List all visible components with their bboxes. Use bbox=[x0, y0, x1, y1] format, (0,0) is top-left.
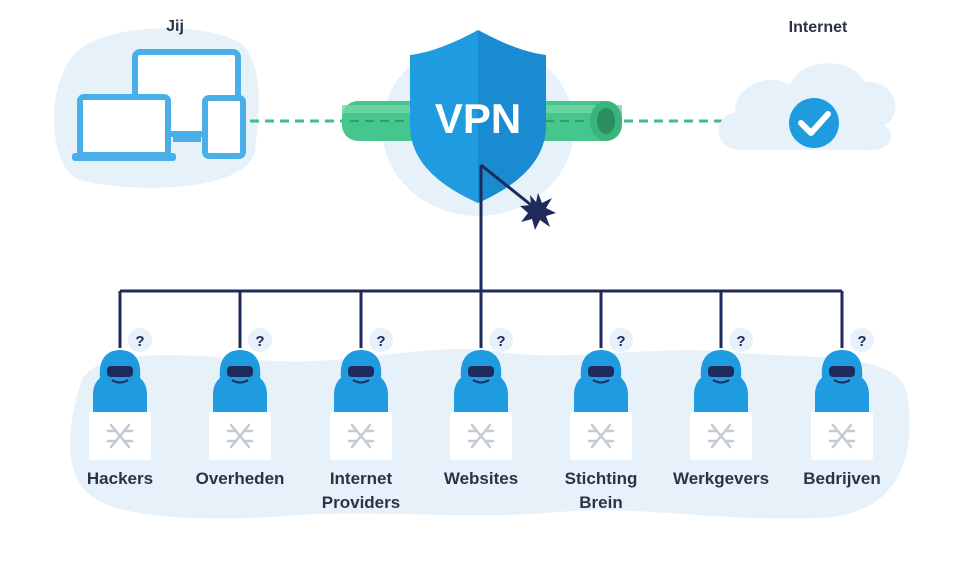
question-badge: ? bbox=[489, 328, 513, 352]
internet-cloud bbox=[718, 63, 896, 151]
question-mark: ? bbox=[376, 333, 385, 350]
question-badge: ? bbox=[729, 328, 753, 352]
actor-label: Hackers bbox=[60, 467, 180, 491]
hooded-person-icon bbox=[815, 350, 869, 412]
question-mark: ? bbox=[135, 333, 144, 350]
actors-layer: ??????? bbox=[89, 328, 874, 460]
actor-label: Werkgevers bbox=[661, 467, 781, 491]
actor-label-line1: Hackers bbox=[86, 469, 154, 488]
question-badge: ? bbox=[128, 328, 152, 352]
question-mark: ? bbox=[496, 333, 505, 350]
question-mark: ? bbox=[736, 333, 745, 350]
question-badge: ? bbox=[609, 328, 633, 352]
actor-label-line1: Bedrijven bbox=[803, 469, 881, 488]
actor-figure-2: ? bbox=[209, 328, 272, 460]
question-mark: ? bbox=[857, 333, 866, 350]
vpn-label: VPN bbox=[435, 95, 521, 142]
devices-icon bbox=[72, 49, 246, 161]
laptop-icon bbox=[570, 412, 632, 460]
vpn-shield-icon bbox=[410, 30, 546, 203]
actor-figure-5: ? bbox=[570, 328, 633, 460]
laptop-icon bbox=[450, 412, 512, 460]
actor-figure-3: ? bbox=[330, 328, 393, 460]
laptop-icon bbox=[690, 412, 752, 460]
question-badge: ? bbox=[369, 328, 393, 352]
actor-label-line1: Stichting bbox=[564, 469, 638, 488]
actor-label-line1: Werkgevers bbox=[672, 469, 770, 488]
burst-icon bbox=[520, 193, 556, 230]
hooded-person-icon bbox=[694, 350, 748, 412]
hooded-person-icon bbox=[454, 350, 508, 412]
question-mark: ? bbox=[616, 333, 625, 350]
laptop-icon bbox=[89, 412, 151, 460]
question-mark: ? bbox=[255, 333, 264, 350]
hooded-person-icon bbox=[574, 350, 628, 412]
laptop-icon bbox=[209, 412, 271, 460]
connection-tree bbox=[118, 165, 844, 348]
actor-label-line1: Websites bbox=[443, 469, 519, 488]
actor-figure-6: ? bbox=[690, 328, 753, 460]
laptop-icon bbox=[330, 412, 392, 460]
actor-figure-4: ? bbox=[450, 328, 513, 460]
actor-figure-7: ? bbox=[811, 328, 874, 460]
hooded-person-icon bbox=[93, 350, 147, 412]
actor-label-line1: Internet bbox=[329, 469, 393, 488]
check-icon bbox=[789, 98, 839, 148]
blocked-attempt-line bbox=[480, 163, 537, 211]
actor-label-line2: Providers bbox=[321, 493, 401, 512]
internet-label: Internet bbox=[788, 19, 848, 36]
actor-label-line2: Brein bbox=[579, 493, 623, 512]
laptop-icon bbox=[811, 412, 873, 460]
hooded-person-icon bbox=[213, 350, 267, 412]
actor-label-line1: Overheden bbox=[195, 469, 285, 488]
actor-label: Websites bbox=[421, 467, 541, 491]
you-label: Jij bbox=[166, 18, 184, 35]
question-badge: ? bbox=[248, 328, 272, 352]
hooded-person-icon bbox=[334, 350, 388, 412]
actor-label: Bedrijven bbox=[782, 467, 902, 491]
actor-label: Overheden bbox=[180, 467, 300, 491]
question-badge: ? bbox=[850, 328, 874, 352]
actor-figure-1: ? bbox=[89, 328, 152, 460]
